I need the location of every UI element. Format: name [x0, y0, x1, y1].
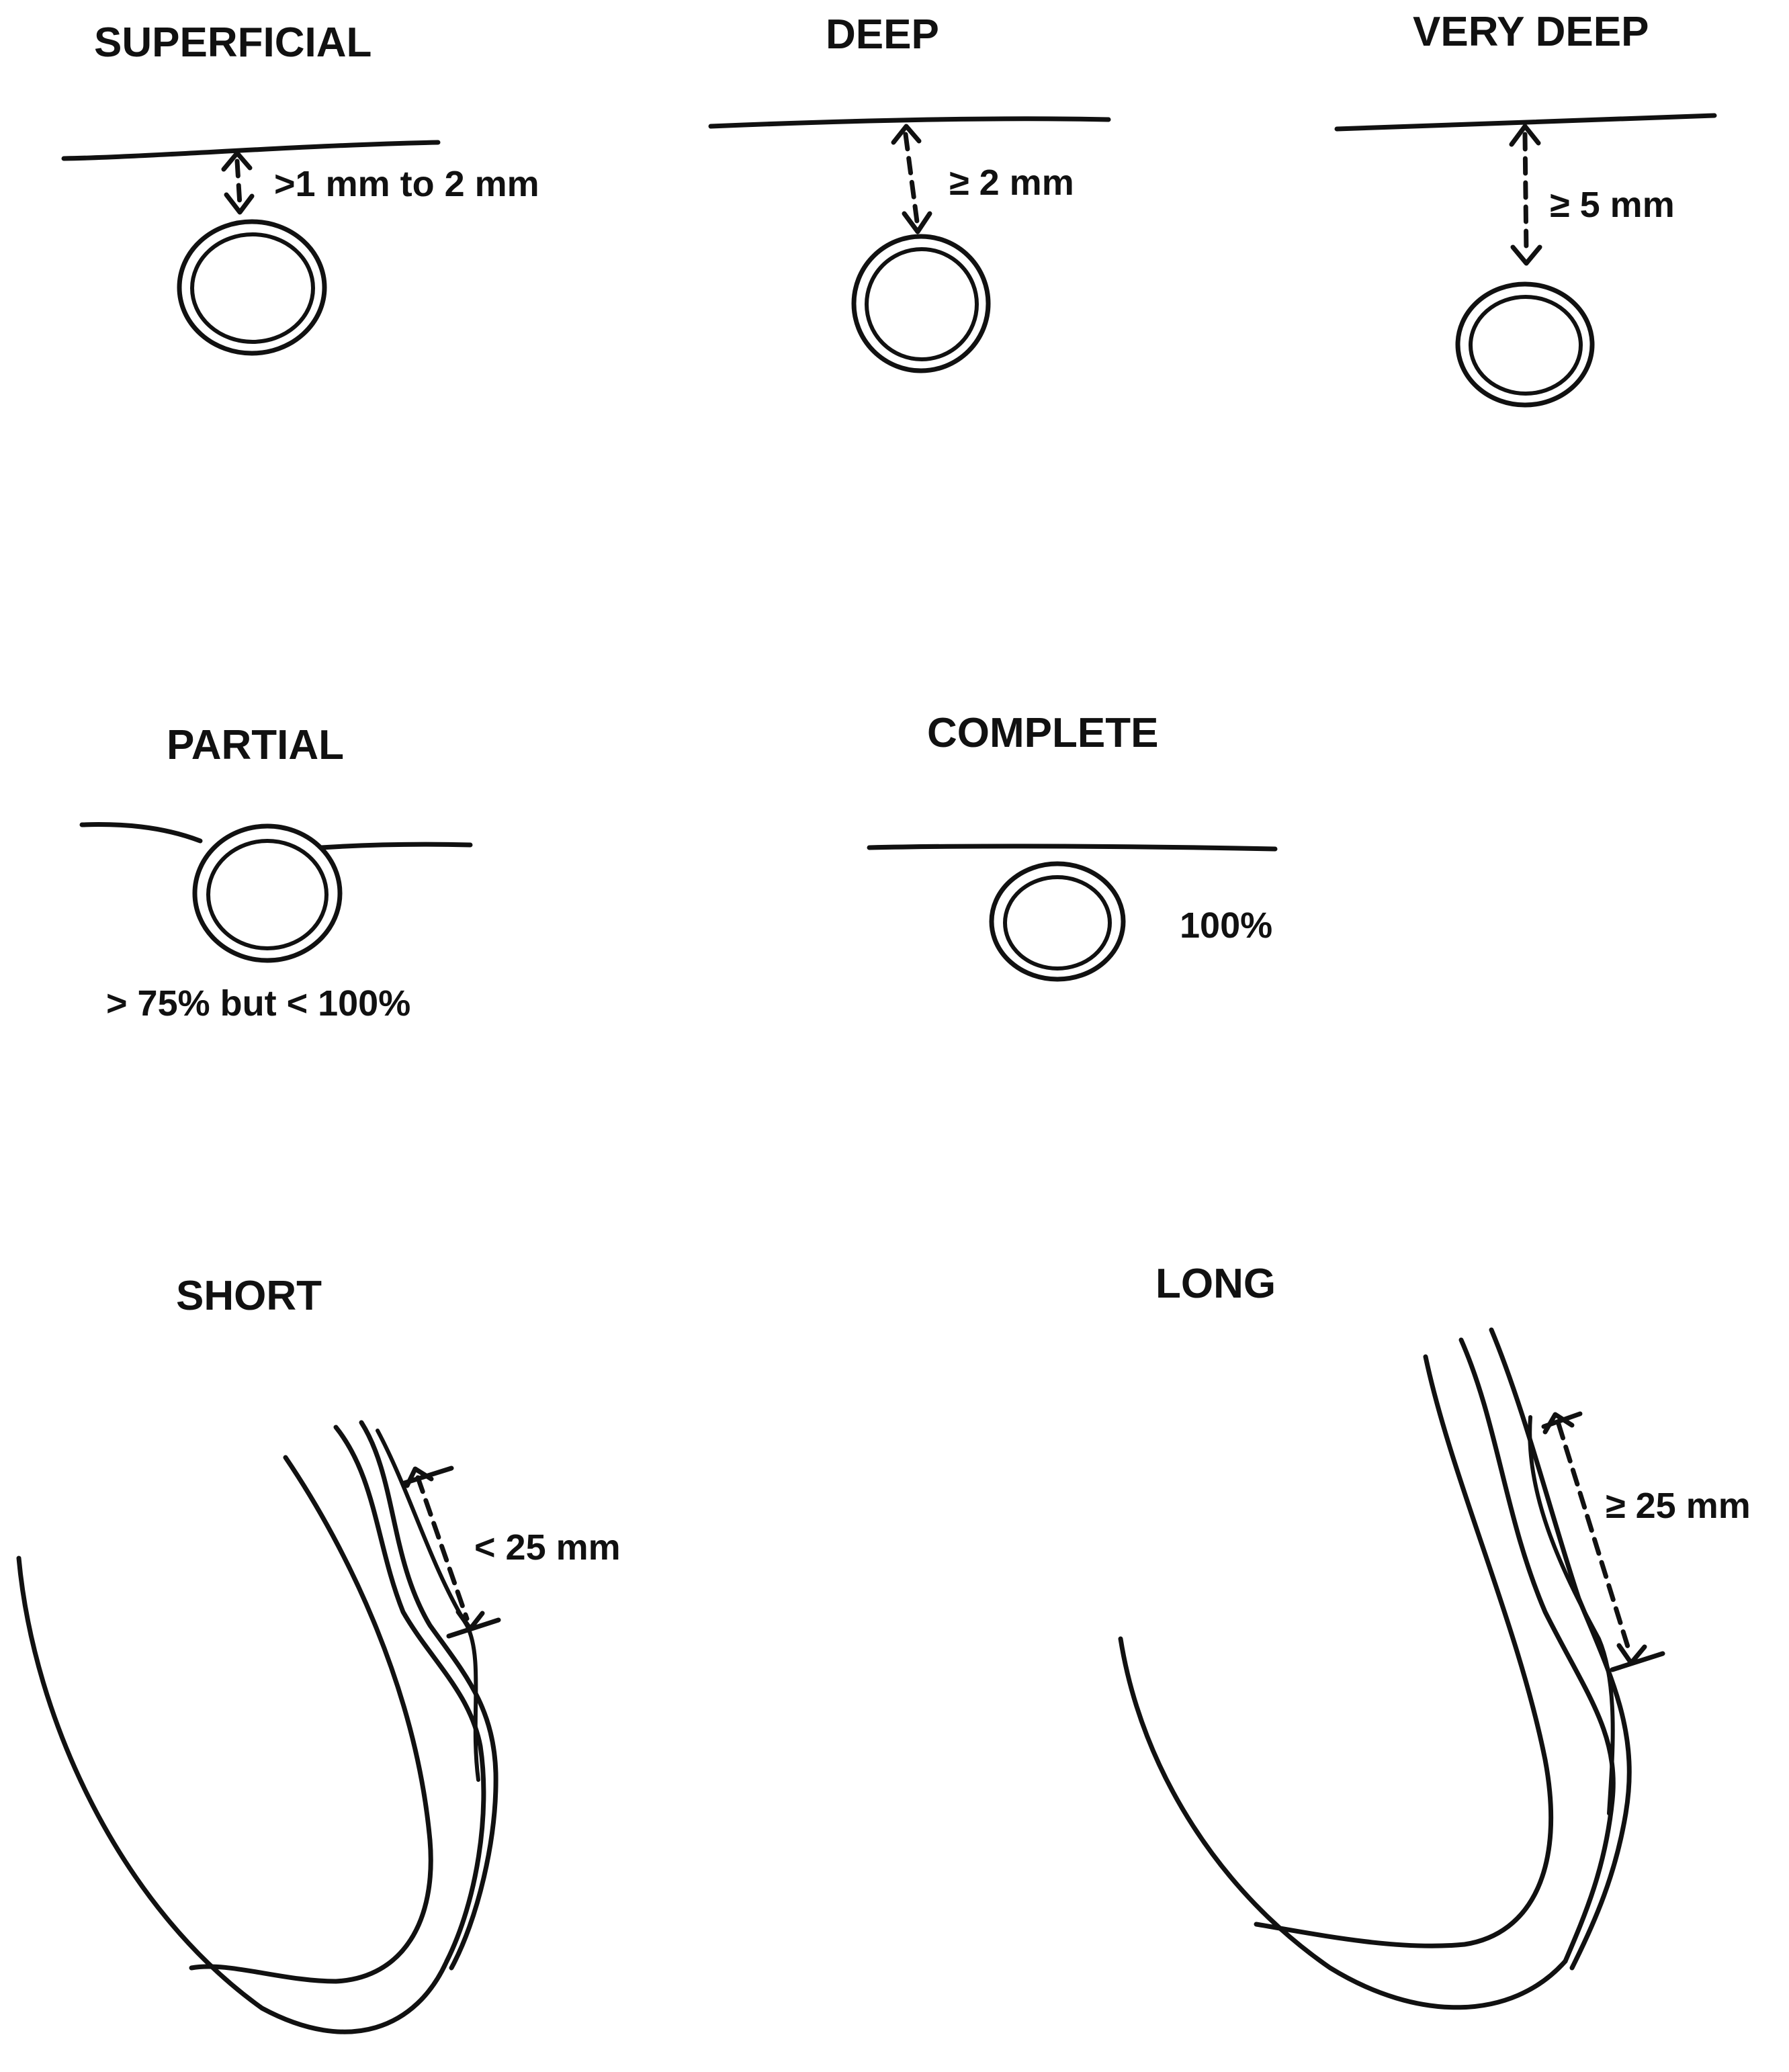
- deep-artery-outer: [851, 234, 991, 373]
- superficial-artery-outer: [177, 219, 327, 356]
- very-deep-arrowhead-bottom: [1510, 244, 1542, 266]
- partial-artery-outer: [192, 823, 343, 963]
- complete-artery-outer: [989, 861, 1126, 982]
- deep-arrowhead-bottom: [902, 211, 932, 234]
- complete-surface-line: [867, 844, 1278, 852]
- superficial-measure-label: >1 mm to 2 mm: [274, 164, 539, 204]
- panel-complete: COMPLETE 100%: [867, 710, 1278, 982]
- complete-title: COMPLETE: [927, 710, 1158, 756]
- deep-distance-arrow: [903, 132, 920, 224]
- deep-artery-inner: [865, 247, 979, 361]
- long-tick-top: [1541, 1411, 1583, 1429]
- superficial-surface-line: [61, 140, 441, 161]
- superficial-title: SUPERFICIAL: [94, 19, 372, 66]
- short-measure-label: < 25 mm: [474, 1527, 621, 1568]
- very-deep-artery-inner: [1469, 295, 1583, 396]
- short-tick-bottom: [446, 1617, 501, 1639]
- long-heart-inner-contour: [1254, 1354, 1554, 1948]
- superficial-arrowhead-bottom: [224, 192, 255, 215]
- partial-title: PARTIAL: [167, 722, 344, 768]
- superficial-distance-arrow: [234, 159, 243, 208]
- short-title: SHORT: [176, 1273, 322, 1319]
- superficial-arrowhead-top: [221, 150, 253, 172]
- deep-arrowhead-top: [891, 124, 922, 145]
- short-heart-outer-contour: [16, 1556, 449, 2034]
- panel-partial: PARTIAL > 75% but < 100%: [79, 722, 473, 1024]
- very-deep-measure-label: ≥ 5 mm: [1550, 185, 1675, 225]
- long-length-arrow: [1556, 1421, 1632, 1654]
- deep-surface-line: [708, 116, 1111, 129]
- long-heart-outer-contour: [1118, 1636, 1568, 2010]
- very-deep-surface-line: [1334, 113, 1717, 132]
- very-deep-artery-outer: [1455, 281, 1595, 408]
- partial-surface-line-right: [318, 842, 473, 850]
- long-tick-bottom: [1610, 1651, 1665, 1672]
- short-heart-inner-contour: [189, 1455, 433, 1984]
- very-deep-arrowhead-top: [1509, 124, 1541, 147]
- long-title: LONG: [1155, 1261, 1276, 1307]
- deep-measure-label: ≥ 2 mm: [949, 163, 1074, 203]
- very-deep-title: VERY DEEP: [1413, 9, 1649, 55]
- panel-deep: DEEP ≥ 2 mm: [708, 11, 1111, 373]
- complete-artery-inner: [1003, 875, 1112, 971]
- long-artery-wall-outer: [1458, 1337, 1616, 1964]
- partial-surface-line-left: [79, 822, 203, 844]
- long-measure-label: ≥ 25 mm: [1606, 1486, 1751, 1526]
- partial-measure-label: > 75% but < 100%: [106, 983, 410, 1024]
- superficial-artery-inner: [190, 232, 315, 344]
- panel-long: LONG ≥ 25 mm: [1118, 1261, 1751, 2010]
- short-tick-top: [402, 1466, 454, 1486]
- long-myocardial-band: [1528, 1415, 1615, 1815]
- short-length-arrow: [415, 1475, 470, 1621]
- short-artery-wall-inner: [359, 1420, 498, 1971]
- deep-title: DEEP: [826, 11, 939, 58]
- very-deep-distance-arrow: [1522, 132, 1529, 257]
- panel-short: SHORT < 25 mm: [16, 1273, 621, 2034]
- panel-superficial: SUPERFICIAL >1 mm to 2 mm: [61, 19, 539, 356]
- panel-very-deep: VERY DEEP ≥ 5 mm: [1334, 9, 1717, 408]
- complete-measure-label: 100%: [1180, 905, 1272, 946]
- partial-artery-inner: [206, 839, 329, 950]
- short-artery-wall-outer: [333, 1425, 486, 1964]
